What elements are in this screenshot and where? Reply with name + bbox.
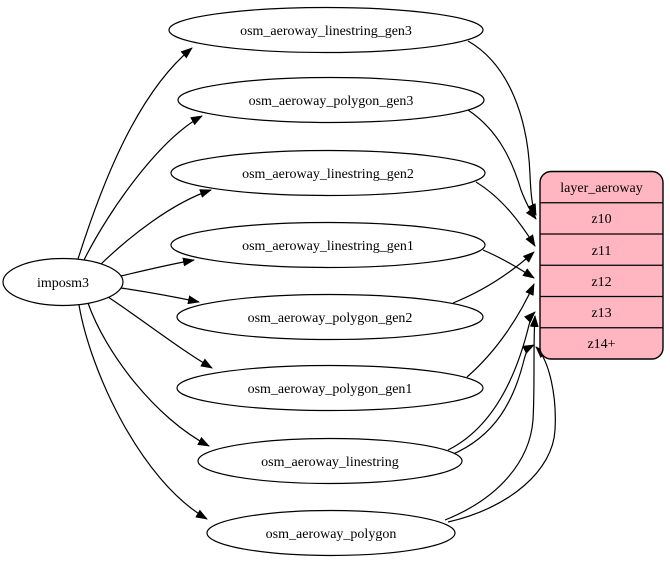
- edge-polygon-gen2-z11: [452, 251, 535, 304]
- edge-imposm3-polygon-gen2: [120, 287, 200, 305]
- edge-polygon-z13: [444, 315, 539, 521]
- layer-row-z12: z12: [591, 275, 611, 290]
- node-imposm3: imposm3: [2, 257, 124, 307]
- table-label: osm_aeroway_linestring_gen3: [240, 24, 412, 39]
- table-ellipse: [170, 149, 486, 197]
- table-label: osm_aeroway_linestring_gen2: [242, 167, 414, 182]
- table-label: osm_aeroway_linestring_gen1: [242, 239, 414, 254]
- edges-from-source: [77, 47, 213, 520]
- node-osm-aeroway-polygon-gen2: osm_aeroway_polygon_gen2: [176, 293, 484, 341]
- edge-polygon-z14: [447, 346, 556, 523]
- table-ellipse: [206, 509, 456, 557]
- edge-imposm3-linestring-gen1: [120, 257, 195, 277]
- imposm3-label: imposm3: [37, 276, 89, 291]
- table-ellipse: [197, 437, 463, 485]
- node-osm-aeroway-linestring-gen1: osm_aeroway_linestring_gen1: [170, 221, 486, 269]
- edge-polygon-gen1-z12: [466, 283, 535, 378]
- node-osm-aeroway-linestring: osm_aeroway_linestring: [197, 437, 463, 485]
- table-label: osm_aeroway_polygon_gen1: [248, 382, 413, 397]
- layer-row-z11: z11: [592, 244, 612, 259]
- edge-imposm3-linestring-gen2: [99, 189, 212, 266]
- table-label: osm_aeroway_polygon_gen3: [249, 94, 414, 109]
- table-label: osm_aeroway_polygon_gen2: [248, 311, 413, 326]
- edge-linestring-gen2-z11: [475, 181, 536, 247]
- node-osm-aeroway-polygon-gen1: osm_aeroway_polygon_gen1: [176, 364, 484, 412]
- edge-polygon-gen3-z10: [467, 109, 537, 220]
- node-osm-aeroway-linestring-gen2: osm_aeroway_linestring_gen2: [170, 149, 486, 197]
- layer-row-z10: z10: [591, 212, 611, 227]
- node-layer-aeroway: layer_aeroway z10 z11 z12 z13 z14+: [539, 170, 664, 360]
- layer-row-z13: z13: [591, 306, 611, 321]
- edge-imposm3-linestring: [87, 302, 210, 447]
- edges-to-layer: [444, 40, 556, 523]
- node-osm-aeroway-polygon: osm_aeroway_polygon: [206, 509, 456, 557]
- edge-imposm3-polygon-gen1: [107, 296, 213, 369]
- table-ellipse: [176, 293, 484, 341]
- node-osm-aeroway-linestring-gen3: osm_aeroway_linestring_gen3: [168, 6, 484, 54]
- table-label: osm_aeroway_polygon: [266, 527, 397, 542]
- layer-aeroway-title: layer_aeroway: [560, 181, 642, 196]
- edge-linestring-gen3-z10: [467, 40, 537, 216]
- layer-row-z14plus: z14+: [587, 337, 615, 352]
- edge-linestring-gen1-z12: [482, 249, 535, 279]
- edge-imposm3-polygon-gen3: [83, 115, 203, 261]
- node-osm-aeroway-polygon-gen3: osm_aeroway_polygon_gen3: [177, 76, 485, 124]
- imposm3-ellipse: [2, 257, 124, 307]
- table-ellipse: [168, 6, 484, 54]
- edge-linestring-z14: [450, 344, 535, 456]
- table-ellipse: [177, 76, 485, 124]
- table-label: osm_aeroway_linestring: [261, 455, 399, 470]
- edge-imposm3-linestring-gen3: [77, 47, 193, 260]
- edge-imposm3-polygon: [78, 304, 208, 520]
- table-ellipse: [170, 221, 486, 269]
- table-ellipse: [176, 364, 484, 412]
